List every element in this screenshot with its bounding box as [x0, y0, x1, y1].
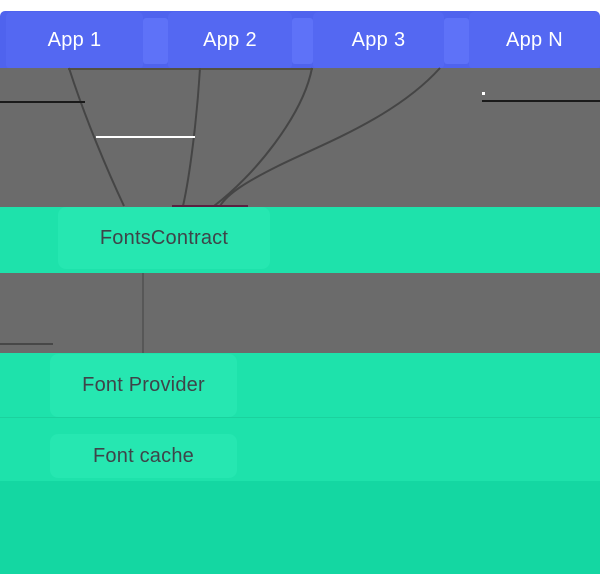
artifact-white-speck: [482, 92, 485, 95]
app-label: App N: [505, 28, 564, 51]
app-box-n: App N: [469, 12, 600, 68]
app-label: App 1: [47, 28, 102, 51]
font-cache-box: Font cache: [50, 434, 237, 478]
artifact-vertical-seam: [142, 273, 144, 353]
app-label: App 2: [203, 28, 257, 51]
app-gap-highlight: [143, 18, 168, 64]
artifact-black-line-left: [0, 101, 85, 103]
app-box-1: App 1: [6, 12, 143, 68]
artifact-provider-seam: [0, 417, 600, 418]
system-gray-band-upper: [0, 68, 600, 207]
fonts-contract-band: FontsContract: [0, 207, 600, 273]
app-label: App 3: [351, 28, 406, 51]
artifact-white-line: [96, 136, 195, 138]
artifact-black-line-right: [482, 100, 600, 102]
font-provider-box: Font Provider: [50, 354, 237, 417]
artifact-dark-line-bottom-left: [0, 343, 53, 345]
fonts-contract-box: FontsContract: [58, 207, 270, 269]
app-box-2: App 2: [168, 12, 292, 68]
font-storage-block: [0, 481, 600, 574]
app-bar: App 1 App 2 App 3 App N: [0, 11, 600, 68]
font-provider-label: Font Provider: [82, 374, 205, 396]
artifact-maroon-line: [172, 205, 248, 207]
fonts-contract-label: FontsContract: [99, 226, 229, 249]
app-box-3: App 3: [313, 12, 444, 68]
artifact-seam-under-bar: [68, 68, 313, 70]
system-gray-band-lower: [0, 273, 600, 353]
font-cache-label: Font cache: [93, 444, 194, 467]
font-provider-band: Font Provider Font cache: [0, 353, 600, 481]
app-gap-highlight: [292, 18, 313, 64]
app-gap-highlight: [444, 18, 469, 64]
